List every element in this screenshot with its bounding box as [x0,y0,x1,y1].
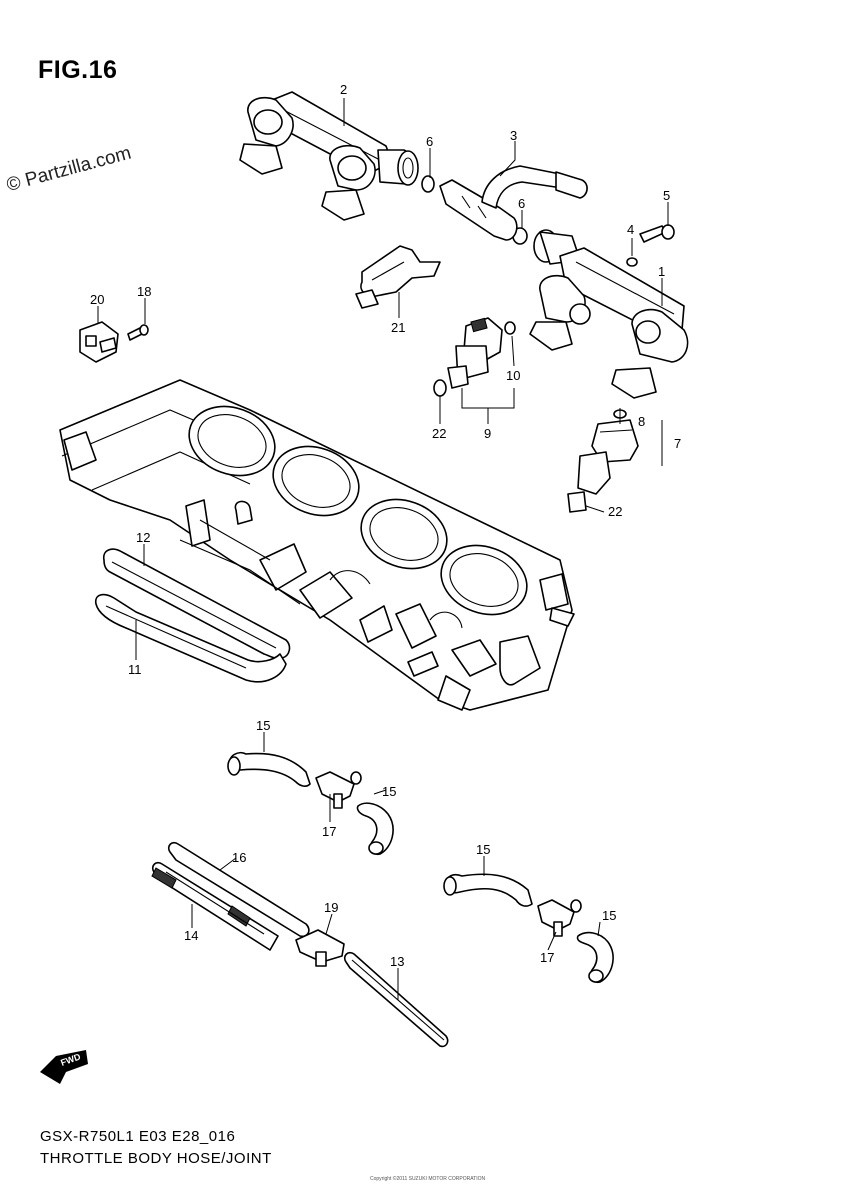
callout-22: 22 [432,426,446,441]
vacuum-hose-c[interactable] [443,873,533,907]
callout-13: 13 [390,954,404,969]
injector-o-ring[interactable] [504,321,516,335]
callout-20: 20 [90,292,104,307]
fuel-feed-joint[interactable] [439,165,588,241]
copyright-fine-print: Copyright ©2011 SUZUKI MOTOR CORPORATION [370,1176,486,1182]
vacuum-hose-b[interactable] [356,802,394,856]
callout-10: 10 [506,368,520,383]
callout-1: 1 [658,264,665,279]
fuel-injector-secondary[interactable] [447,317,503,389]
callout-labels: 2 6 3 6 5 4 1 20 18 21 10 22 9 8 7 22 12… [90,82,681,969]
callout-15: 15 [602,908,616,923]
breather-pipe-corrugated[interactable] [151,861,279,951]
callout-14: 14 [184,928,198,943]
injector-cushion-upper[interactable] [433,379,447,397]
callout-21: 21 [391,320,405,335]
pressure-sensor[interactable] [79,321,119,363]
forward-arrow-icon [40,1050,88,1084]
callout-15: 15 [476,842,490,857]
callout-5: 5 [663,188,670,203]
vacuum-joint-b[interactable] [537,899,582,937]
hose-long-lower[interactable] [94,593,287,683]
vacuum-hose-a[interactable] [227,751,311,787]
model-code: GSX-R750L1 E03 E28_016 [40,1128,236,1145]
washer[interactable] [626,257,638,267]
section-title: THROTTLE BODY HOSE/JOINT [40,1150,272,1167]
o-ring-upper[interactable] [421,175,435,193]
figure-title: FIG.16 [38,56,118,84]
mounting-screw[interactable] [639,224,675,243]
fuel-delivery-pipe-lower[interactable] [529,229,689,399]
callout-11: 11 [128,662,142,677]
callout-18: 18 [137,284,151,299]
callout-12: 12 [136,530,150,545]
sensor-screw[interactable] [127,324,149,341]
injector-clip[interactable] [355,245,441,309]
callout-15: 15 [382,784,396,799]
callout-9: 9 [484,426,491,441]
fuel-delivery-pipe-upper[interactable] [239,91,419,221]
callout-2: 2 [340,82,347,97]
hose-joint-t[interactable] [295,929,345,967]
vacuum-joint-a[interactable] [315,771,362,809]
callout-8: 8 [638,414,645,429]
callout-17: 17 [322,824,336,839]
callout-6: 6 [426,134,433,149]
callout-19: 19 [324,900,338,915]
callout-22: 22 [608,504,622,519]
callout-4: 4 [627,222,634,237]
throttle-body-assembly[interactable] [59,379,575,711]
callout-15: 15 [256,718,270,733]
callout-3: 3 [510,128,517,143]
fuel-injector-primary[interactable] [567,409,639,513]
callout-17: 17 [540,950,554,965]
vacuum-hose-d[interactable] [576,931,614,984]
callout-7: 7 [674,436,681,451]
leader-lines [97,98,669,1000]
callout-16: 16 [232,850,246,865]
callout-6: 6 [518,196,525,211]
